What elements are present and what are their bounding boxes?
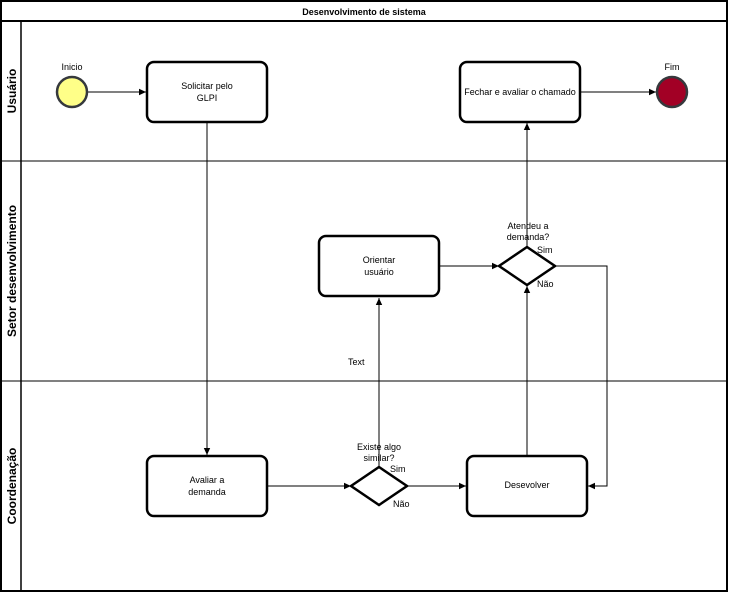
task-solicitar-line1: Solicitar pelo [181, 81, 233, 91]
start-event-label: Inicio [61, 62, 82, 72]
task-avaliar-line2: demanda [188, 487, 226, 497]
sequence-flows [88, 88, 656, 490]
end-event[interactable] [655, 75, 689, 109]
task-avaliar-line1: Avaliar a [190, 475, 225, 485]
lane-label-setor: Setor desenvolvimento [5, 205, 19, 337]
edge-label-text: Text [348, 357, 365, 367]
task-orientar-line2: usuário [364, 267, 394, 277]
gateway-existe-yes-label: Sim [390, 464, 406, 474]
task-orientar-line1: Orientar [363, 255, 396, 265]
lane-label-usuario: Usuário [5, 69, 19, 114]
gateway-atendeu[interactable] [496, 245, 558, 287]
gateway-atendeu-no-label: Não [537, 279, 554, 289]
task-orientar[interactable]: Orientar usuário [317, 234, 441, 298]
task-desevolver-line1: Desevolver [504, 480, 549, 490]
gateway-existe[interactable] [348, 465, 410, 507]
gateway-atendeu-question-line1: Atendeu a [507, 221, 548, 231]
start-event[interactable] [55, 75, 89, 109]
gateway-existe-no-label: Não [393, 499, 410, 509]
task-fechar[interactable]: Fechar e avaliar o chamado [458, 60, 582, 124]
task-avaliar[interactable]: Avaliar a demanda [145, 454, 269, 518]
gateway-existe-question-line2: similar? [363, 453, 394, 463]
task-solicitar-line2: GLPI [197, 93, 218, 103]
task-desevolver[interactable]: Desevolver [465, 454, 589, 518]
gateway-atendeu-question-line2: demanda? [507, 232, 550, 242]
task-fechar-line1: Fechar e avaliar o chamado [464, 87, 576, 97]
pool-title: Desenvolvimento de sistema [302, 7, 427, 17]
flow-atendeu-to-desevolver [555, 265, 608, 490]
gateway-existe-question-line1: Existe algo [357, 442, 401, 452]
gateway-atendeu-yes-label: Sim [537, 245, 553, 255]
task-solicitar[interactable]: Solicitar pelo GLPI [145, 60, 269, 124]
end-event-label: Fim [665, 62, 680, 72]
lane-label-coordenacao: Coordenação [5, 448, 19, 525]
